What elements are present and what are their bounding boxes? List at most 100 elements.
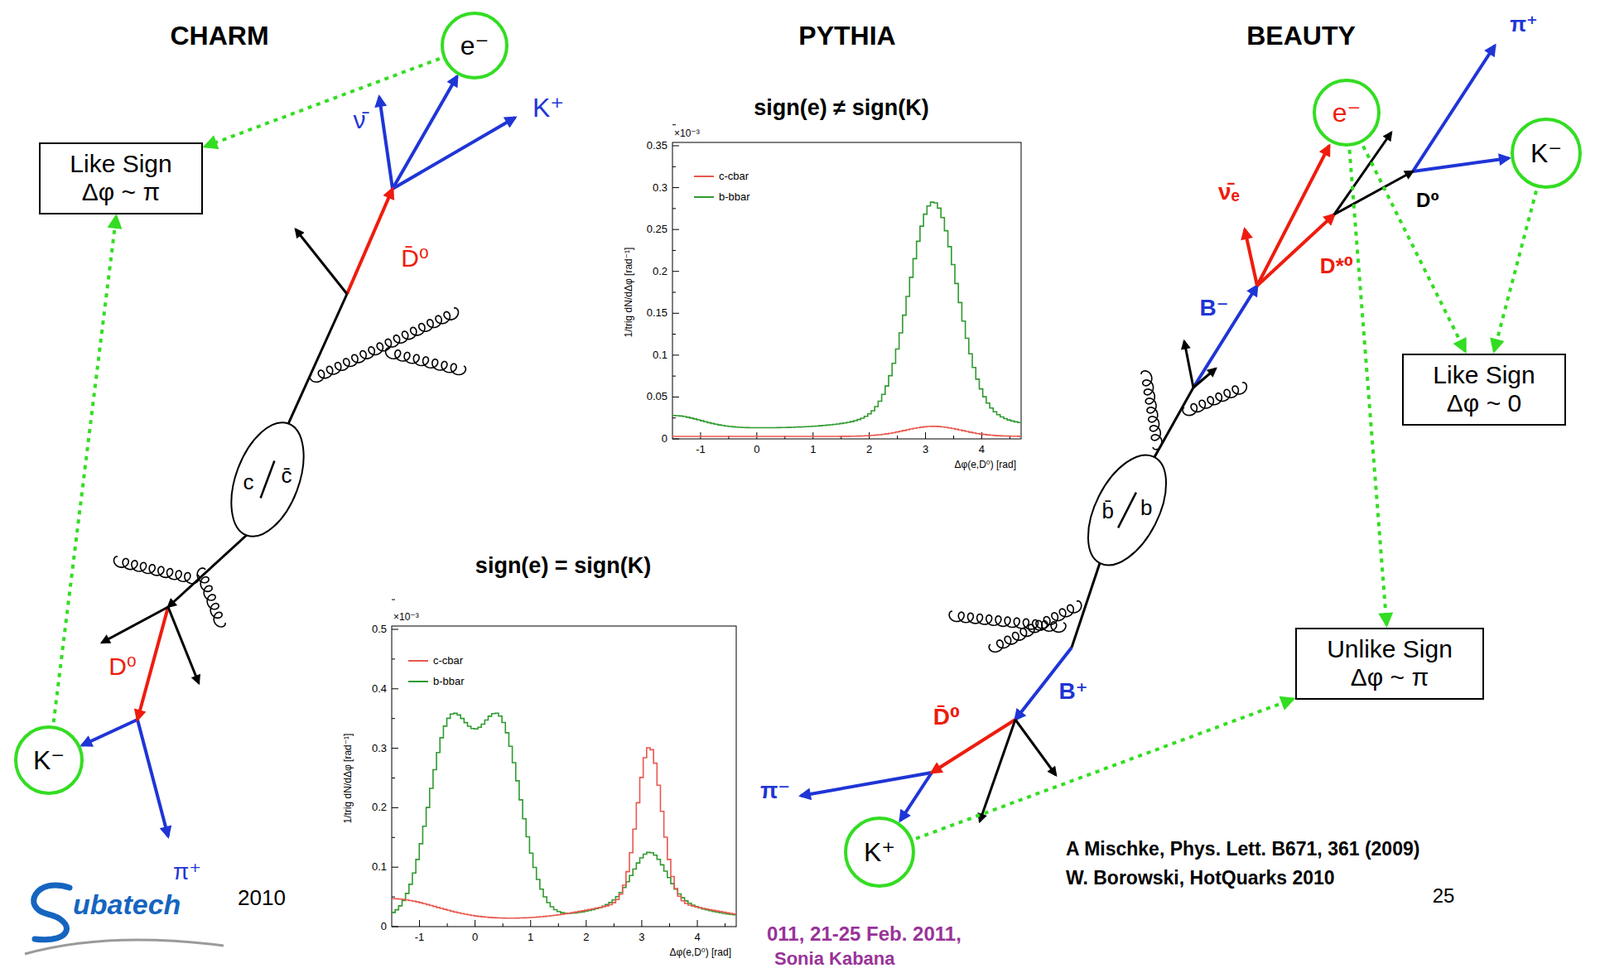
histogram-plot (502, 923, 504, 927)
result-box: Like Sign Δφ ~ 0 (1402, 353, 1567, 426)
particle-circle: e⁻ (440, 11, 509, 80)
histogram-plot (672, 145, 680, 147)
particle-circle: K⁻ (14, 725, 84, 796)
quark-label: b (1140, 496, 1152, 521)
logo-mark (24, 885, 224, 955)
histogram-plot (613, 923, 615, 927)
result-text: Like Sign Δφ ~ 0 (1421, 361, 1547, 419)
histogram-plot (672, 396, 680, 398)
gluon-coil (385, 347, 467, 376)
correlation-arrow (1493, 190, 1537, 351)
legend-text: c-cbar (433, 655, 463, 668)
particle-track (1412, 158, 1509, 172)
axis-label: 0.5 (371, 623, 387, 637)
ellipse-outline (192, 404, 343, 555)
histogram-plot (391, 599, 737, 927)
particle-track (81, 719, 138, 746)
particle-track (979, 719, 1016, 822)
particle-track (379, 96, 393, 189)
histogram-plot (756, 432, 757, 439)
particle-track (1334, 171, 1413, 215)
histogram-plot (391, 747, 737, 919)
ellipse-outline (1118, 492, 1137, 529)
axis-label: 0.4 (371, 682, 387, 695)
particle-label: B⁺ (1059, 678, 1089, 705)
histogram-plot (419, 920, 420, 927)
histogram-plot (391, 867, 399, 868)
particle-circle: K⁻ (1510, 117, 1582, 189)
correlation-arrow (1349, 149, 1388, 626)
particle-track (81, 45, 1509, 837)
histogram-plot (672, 270, 680, 272)
histogram-plot (672, 354, 680, 356)
correlation-arrow (205, 58, 440, 147)
logo-mark (33, 885, 70, 940)
axis-label: 0.05 (646, 390, 668, 404)
correlation-arrow (915, 698, 1293, 839)
axis-label: Δφ(e,D⁰) [rad] (954, 459, 1017, 472)
axis-label: 1 (527, 931, 534, 945)
histogram-plot (447, 923, 449, 927)
reference-note: W. Borowski, HotQuarks 2010 (1065, 867, 1335, 889)
particle-label: ν̄ₑ (1218, 178, 1240, 206)
particle-name: K⁺ (863, 837, 896, 868)
histogram-plot (672, 250, 676, 251)
particle-track (346, 188, 393, 294)
footer-note: 2010 (237, 886, 286, 911)
axis-label: 0.1 (652, 348, 668, 362)
result-box: Unlike Sign Δφ ~ π (1295, 627, 1485, 700)
histogram-plot (672, 202, 1022, 428)
particle-track (1193, 368, 1216, 388)
axis-label: 2 (583, 931, 589, 945)
plot-title: sign(e) = sign(K) (475, 553, 651, 579)
ellipse-outline (260, 461, 275, 499)
histogram-plot (812, 432, 814, 439)
histogram-plot (672, 124, 676, 126)
particle-circle: K⁺ (843, 816, 916, 888)
legend-text: c-cbar (718, 170, 749, 184)
reference-note: A Mischke, Phys. Lett. B671, 361 (2009) (1065, 838, 1420, 860)
histogram-plot (672, 142, 1022, 439)
histogram-plot (669, 923, 670, 927)
axis-label: 1/trig dN/dΔφ [rad⁻¹] (623, 247, 636, 338)
gluon-coil (988, 601, 1082, 653)
histogram-plot (697, 920, 699, 927)
legend-text: b-bbar (718, 191, 751, 204)
gluon-coil (949, 611, 1066, 632)
histogram-plot (391, 807, 399, 809)
histogram-plot (672, 229, 680, 231)
footer-note: 011, 21-25 Feb. 2011, (766, 922, 962, 946)
histogram-plot (391, 125, 1022, 927)
particle-label: D*⁰ (1320, 254, 1354, 280)
ellipse-outline (1052, 435, 1202, 585)
axis-label: 0 (380, 920, 387, 934)
histogram-plot (391, 629, 399, 631)
histogram-plot (391, 688, 399, 690)
particle-track (900, 772, 932, 821)
particle-label: B⁻ (1200, 294, 1229, 322)
correlation-arrow (53, 216, 117, 723)
axis-label: 3 (638, 931, 645, 945)
axis-label: 0.2 (652, 265, 668, 278)
axis-label: 0.1 (371, 861, 387, 874)
particle-track (101, 607, 169, 643)
particle-label: D̄⁰ (933, 703, 960, 731)
axis-label: 4 (978, 443, 985, 457)
particle-label: D̄⁰ (400, 244, 429, 274)
axis-label: 0.25 (646, 223, 668, 237)
particle-track (392, 117, 516, 189)
gluon-coil (1182, 382, 1247, 416)
particle-track (288, 293, 1194, 648)
particle-label: K⁺ (532, 92, 564, 124)
particle-name: K⁻ (1530, 138, 1562, 169)
section-title: PYTHIA (798, 20, 896, 52)
footer-note: Sonia Kabana (774, 948, 895, 969)
histogram-plot (640, 920, 642, 927)
axis-label: 4 (693, 931, 700, 945)
quark-label: c (243, 470, 255, 496)
particle-track (1184, 341, 1194, 388)
histogram-plot (391, 896, 396, 898)
histogram-plot (391, 626, 737, 927)
histogram-plot (672, 375, 676, 377)
